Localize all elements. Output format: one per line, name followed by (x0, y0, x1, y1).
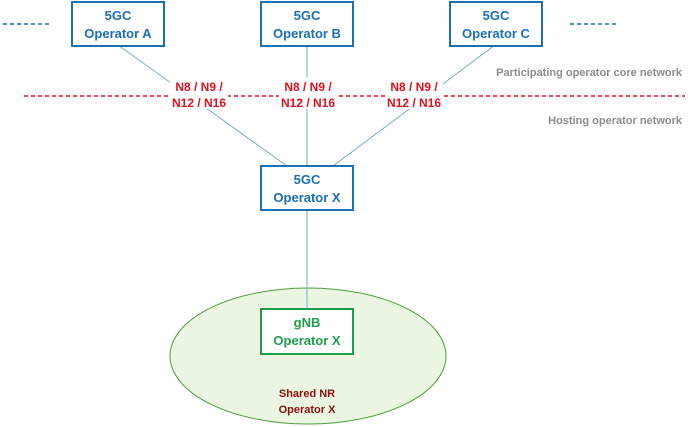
interface-label-a-bg (170, 77, 228, 109)
shared-nr-label-line1: Shared NR (279, 388, 335, 400)
shared-nr-label-line2: Operator X (279, 404, 337, 416)
interface-label-a-line1: N8 / N9 / (175, 80, 223, 94)
node-gnb-operator-x-line2: Operator X (273, 333, 341, 348)
node-5gc-operator-c (449, 1, 543, 47)
node-5gc-operator-x (260, 165, 354, 211)
interface-label-b-line2: N12 / N16 (281, 96, 335, 110)
node-5gc-operator-b (260, 1, 354, 47)
node-5gc-operator-a-line2: Operator A (84, 26, 152, 41)
node-gnb-operator-x (260, 308, 354, 355)
interface-label-b-line1: N8 / N9 / (284, 80, 332, 94)
node-5gc-operator-b-line2: Operator B (273, 26, 341, 41)
interface-label-c-line1: N8 / N9 / (390, 80, 438, 94)
shared-nr-cell-area (169, 287, 447, 425)
node-5gc-operator-b-line1: 5GC (294, 8, 321, 23)
node-5gc-operator-c-line1: 5GC (483, 8, 510, 23)
interface-label-b-bg (279, 77, 337, 109)
interface-label-c-line2: N12 / N16 (387, 96, 441, 110)
participating-network-label: Participating operator core network (496, 67, 683, 79)
interface-label-c-bg (385, 77, 443, 109)
node-5gc-operator-c-line2: Operator C (462, 26, 531, 41)
node-5gc-operator-x-line2: Operator X (273, 190, 341, 205)
hosting-network-label: Hosting operator network (548, 115, 683, 127)
node-5gc-operator-a-line1: 5GC (105, 8, 132, 23)
node-gnb-operator-x-line1: gNB (294, 315, 321, 330)
interface-label-a-line2: N12 / N16 (172, 96, 226, 110)
node-5gc-operator-x-line1: 5GC (294, 172, 321, 187)
node-5gc-operator-a (71, 1, 165, 47)
